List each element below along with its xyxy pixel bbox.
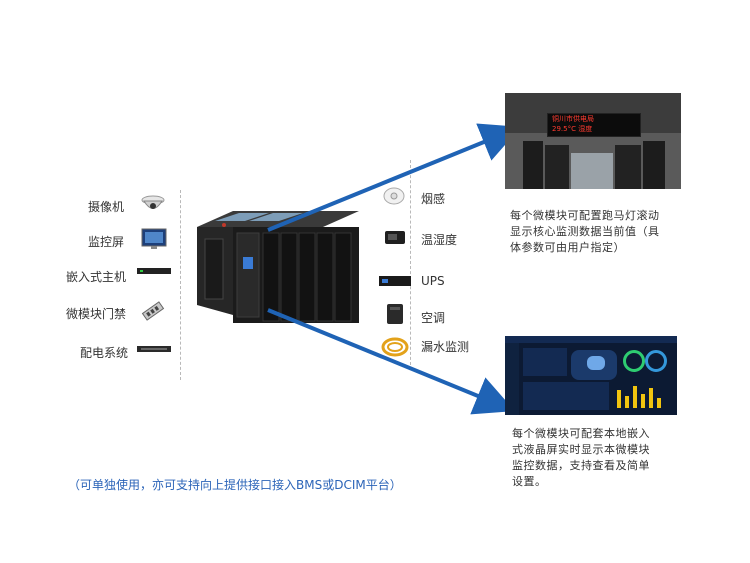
led-text-line2: 29.5°C 湿度: [552, 125, 593, 133]
left-device-label: 监控屏: [88, 235, 125, 249]
lcd-caption-line: 监控数据，支持查看及简单: [512, 459, 650, 472]
lcd-dashboard-screenshot: [505, 336, 677, 415]
right-device-label: UPS: [421, 274, 445, 288]
embedded-host-icon: [137, 268, 171, 274]
dome-camera-icon: [141, 195, 165, 209]
led-display-photo: 铜川市供电局 29.5°C 湿度: [505, 93, 681, 189]
left-device-label: 配电系统: [80, 346, 129, 360]
lcd-caption: 每个微模块可配套本地嵌入 式液晶屏实时显示本微模块 监控数据，支持查看及简单 设…: [512, 426, 650, 490]
micro-module-cabinet: [193, 205, 363, 325]
air-conditioner-icon: [387, 304, 403, 324]
right-device-label: 空调: [421, 311, 446, 325]
led-caption-line: 显示核心监测数据当前值（具: [510, 225, 660, 238]
led-caption: 每个微模块可配置跑马灯滚动 显示核心监测数据当前值（具 体参数可由用户指定）: [510, 208, 660, 256]
left-device-label: 微模块门禁: [66, 307, 127, 321]
left-device-label: 摄像机: [88, 200, 125, 214]
smoke-detector-icon: [383, 187, 405, 205]
lcd-caption-line: 设置。: [512, 475, 547, 488]
power-distribution-icon: [137, 346, 171, 352]
lcd-caption-line: 式液晶屏实时显示本微模块: [512, 443, 650, 456]
led-caption-line: 每个微模块可配置跑马灯滚动: [510, 209, 660, 222]
temp-humidity-sensor-icon: [385, 231, 405, 244]
water-leak-cable-icon: [381, 337, 409, 357]
led-text-line1: 铜川市供电局: [552, 115, 594, 123]
monitor-screen-icon: [141, 228, 167, 249]
access-control-icon: [141, 301, 165, 321]
right-guide-line: [410, 160, 411, 370]
left-device-label: 嵌入式主机: [66, 270, 127, 284]
integration-note: （可单独使用，亦可支持向上提供接口接入BMS或DCIM平台）: [68, 478, 402, 492]
ups-icon: [379, 276, 411, 286]
right-device-label: 烟感: [421, 192, 446, 206]
right-device-label: 温湿度: [421, 233, 458, 247]
led-caption-line: 体参数可由用户指定）: [510, 241, 625, 254]
lcd-caption-line: 每个微模块可配套本地嵌入: [512, 427, 650, 440]
left-guide-line: [180, 190, 181, 380]
right-device-label: 漏水监测: [421, 340, 470, 354]
